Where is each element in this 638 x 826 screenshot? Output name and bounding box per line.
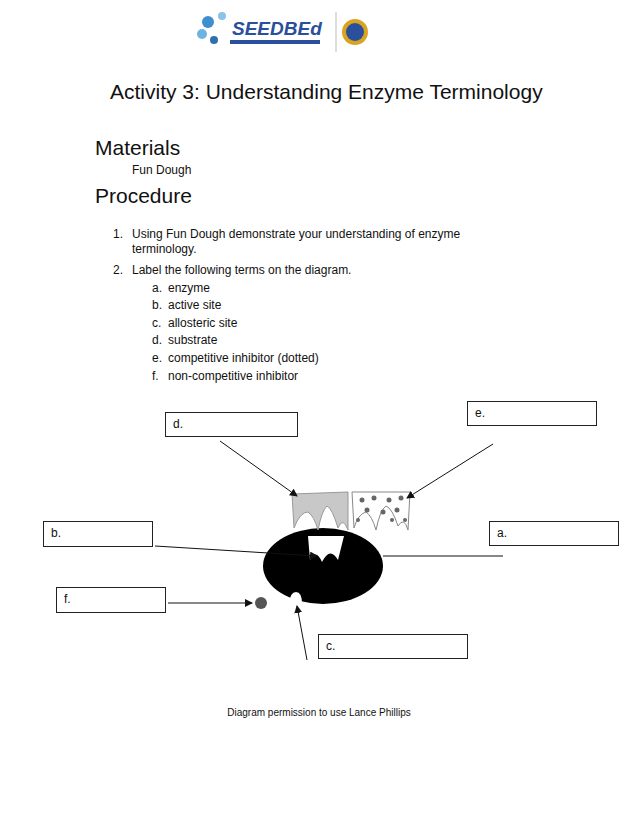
inhibitor-dots — [356, 496, 407, 523]
label-letter: b. — [44, 522, 152, 544]
term-letter: c. — [152, 316, 161, 331]
page-title: Activity 3: Understanding Enzyme Termino… — [110, 79, 543, 105]
step-text: Label the following terms on the diagram… — [132, 263, 351, 278]
label-letter: a. — [490, 522, 618, 544]
term-text: substrate — [168, 333, 217, 348]
material-item: Fun Dough — [132, 163, 191, 178]
label-box: a. — [489, 521, 619, 546]
term-letter: b. — [152, 298, 162, 313]
label-letter: f. — [57, 588, 165, 610]
step-number: 2. — [113, 263, 123, 278]
label-box: d. — [165, 412, 298, 437]
substrate-shape — [292, 492, 348, 530]
label-box: e. — [467, 401, 597, 426]
step-text: Using Fun Dough demonstrate your underst… — [132, 227, 504, 257]
credit-note: Diagram permission to use Lance Phillips — [0, 707, 638, 720]
term-text: active site — [168, 298, 221, 313]
section-heading: Procedure — [95, 183, 192, 209]
term-letter: f. — [152, 369, 159, 384]
seedbed-logo — [197, 12, 368, 52]
leader-lines — [155, 441, 503, 660]
term-text: allosteric site — [168, 316, 237, 331]
label-letter: e. — [468, 402, 596, 424]
logo-text: SEEDBEd — [232, 17, 322, 41]
enzyme-shape — [263, 528, 383, 604]
inhibitor-shape — [352, 492, 410, 530]
noncompetitive-dot — [255, 597, 267, 609]
label-box: c. — [318, 634, 468, 659]
label-letter: d. — [166, 413, 297, 435]
allosteric-site — [289, 592, 302, 604]
term-text: non-competitive inhibitor — [168, 369, 298, 384]
step-number: 1. — [113, 227, 123, 242]
term-letter: d. — [152, 333, 162, 348]
label-box: f. — [56, 587, 166, 613]
label-box: b. — [43, 521, 153, 547]
term-letter: a. — [152, 281, 162, 296]
term-text: enzyme — [168, 281, 210, 296]
term-text: competitive inhibitor (dotted) — [168, 351, 319, 366]
section-heading: Materials — [95, 135, 180, 161]
active-site — [308, 536, 344, 562]
term-letter: e. — [152, 351, 162, 366]
label-letter: c. — [319, 635, 467, 657]
